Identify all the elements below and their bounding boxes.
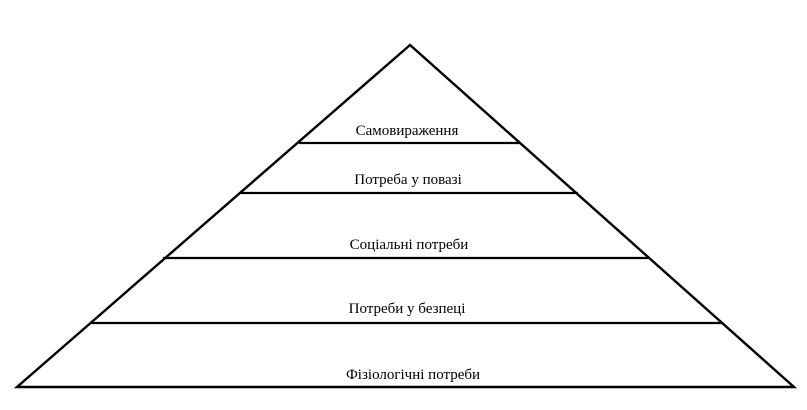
level-label-social: Соціальні потреби — [350, 237, 469, 253]
level-label-self-expression: Самовираження — [356, 123, 459, 139]
level-label-esteem: Потреба у повазі — [354, 172, 461, 188]
pyramid-outline — [13, 43, 798, 389]
level-label-safety: Потреби у безпеці — [349, 301, 466, 317]
level-label-physiological: Фізіологічні потреби — [346, 367, 480, 383]
